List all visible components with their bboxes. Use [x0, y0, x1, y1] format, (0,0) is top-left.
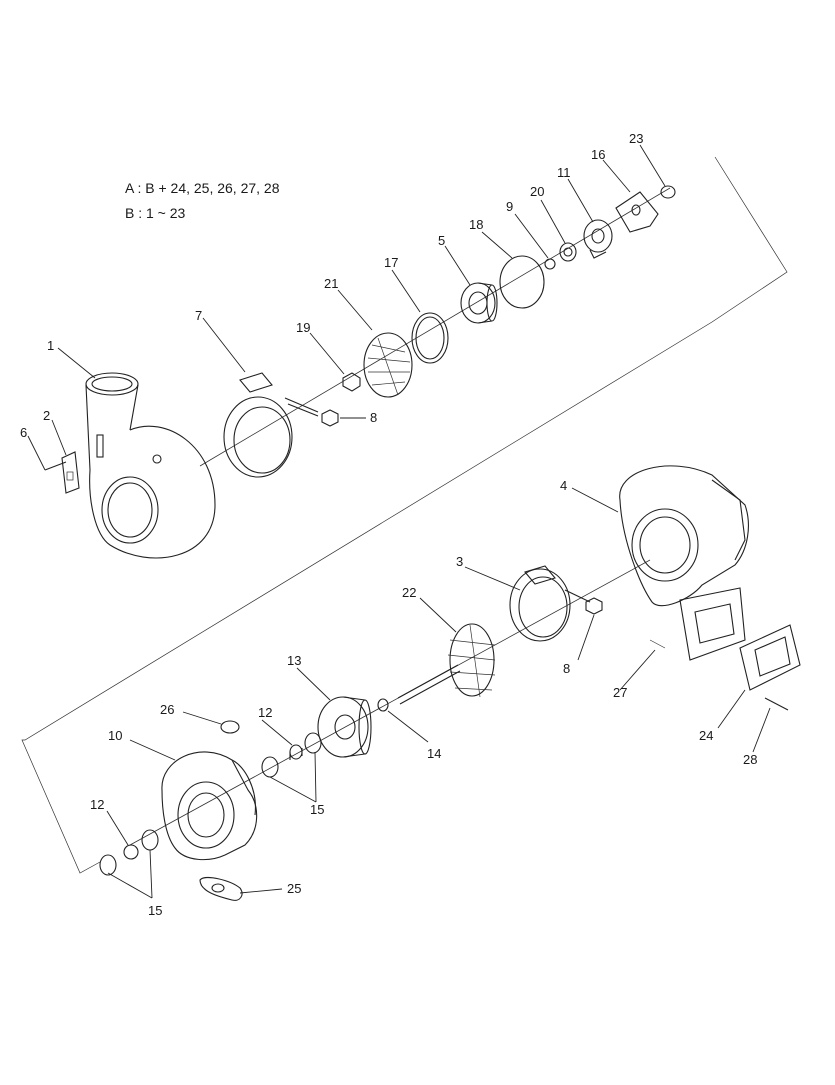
callout-28: 28 [743, 752, 757, 767]
callout-22: 22 [402, 585, 416, 600]
oil-deflector-plate [615, 191, 659, 233]
turbine-housing [619, 465, 749, 661]
oil-drain-gasket [199, 877, 243, 901]
gasket-opening [754, 636, 791, 677]
small-seal-ring [544, 258, 556, 270]
piston-ring [377, 698, 389, 712]
lock-nut-lower [585, 597, 603, 615]
lock-nut-upper [321, 409, 339, 427]
callout-2: 2 [43, 408, 50, 423]
snap-ring-lower-b [99, 854, 117, 876]
drive-screw [44, 461, 67, 471]
callout-23: 23 [629, 131, 643, 146]
journal-bearing-lower [123, 844, 139, 860]
legend-line-b: B : 1 ~ 23 [125, 205, 186, 221]
callout-17: 17 [384, 255, 398, 270]
thrust-bearing [583, 219, 613, 259]
callout-24: 24 [699, 728, 713, 743]
callout-10: 10 [108, 728, 122, 743]
callout-14: 14 [427, 746, 441, 761]
callout-19: 19 [296, 320, 310, 335]
legend-line-a: A : B + 24, 25, 26, 27, 28 [125, 180, 280, 196]
callout-4: 4 [560, 478, 567, 493]
callout-7: 7 [195, 308, 202, 323]
leader-lines [27, 144, 771, 899]
o-ring-large [499, 255, 545, 309]
thrust-collar [559, 242, 577, 262]
snap-ring-upper-a [304, 732, 322, 754]
turbine-wheel-shaft [397, 623, 496, 705]
callout-15-upper: 15 [310, 802, 324, 817]
seal-plate-insert [460, 282, 498, 324]
callout-21: 21 [324, 276, 338, 291]
callout-25: 25 [287, 881, 301, 896]
lower-assembly-axis [129, 559, 651, 846]
snap-ring-upper-b [261, 756, 279, 778]
assembly-boundary-line [21, 156, 788, 874]
callout-26: 26 [160, 702, 174, 717]
compressor-housing [85, 372, 216, 559]
snap-ring-lower-a [141, 829, 159, 851]
callout-11: 11 [557, 165, 571, 180]
snap-ring-upper [411, 312, 449, 364]
locating-pin [649, 639, 666, 649]
callout-6: 6 [20, 425, 27, 440]
compressor-wheel-nut [342, 372, 361, 392]
callout-12-lower: 12 [90, 797, 104, 812]
callout-13: 13 [287, 653, 301, 668]
callout-3: 3 [456, 554, 463, 569]
nameplate [61, 451, 80, 494]
oil-inlet-o-ring [220, 720, 240, 734]
compressor-wheel [363, 332, 413, 398]
bearing-housing-insert [317, 696, 372, 758]
callout-5: 5 [438, 233, 445, 248]
v-band-clamp-lower [509, 565, 591, 642]
callout-12-upper: 12 [258, 705, 272, 720]
journal-bearing-upper [289, 744, 303, 760]
callout-18: 18 [469, 217, 483, 232]
callout-1: 1 [47, 338, 54, 353]
callout-15-lower: 15 [148, 903, 162, 918]
callout-8-lower: 8 [563, 661, 570, 676]
callout-9: 9 [506, 199, 513, 214]
callout-16: 16 [591, 147, 605, 162]
callout-20: 20 [530, 184, 544, 199]
turbine-outlet-gasket [739, 624, 801, 691]
stud [764, 697, 789, 711]
center-housing [161, 751, 258, 861]
v-band-clamp-upper [223, 372, 319, 478]
callout-27: 27 [613, 685, 627, 700]
callout-8-upper: 8 [370, 410, 377, 425]
small-o-ring [660, 185, 676, 199]
